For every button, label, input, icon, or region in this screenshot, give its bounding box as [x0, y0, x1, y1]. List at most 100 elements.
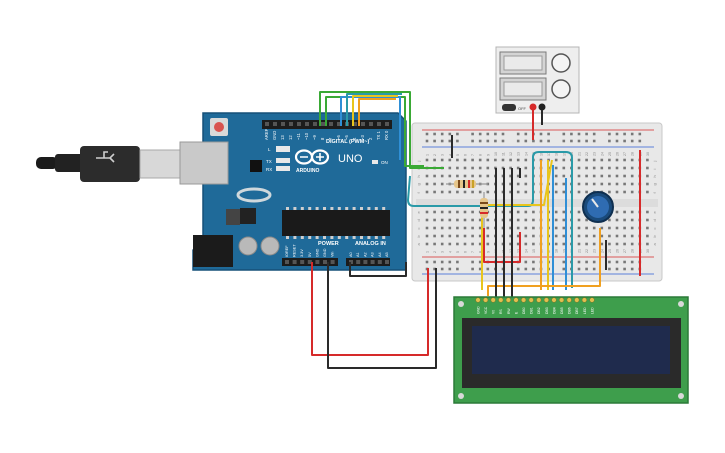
breadboard-hole[interactable]	[501, 158, 505, 162]
breadboard-hole[interactable]	[524, 166, 528, 170]
breadboard-hole[interactable]	[509, 242, 512, 246]
breadboard-hole[interactable]	[646, 182, 649, 186]
breadboard-hole[interactable]	[554, 218, 558, 222]
breadboard-hole[interactable]	[577, 174, 581, 178]
breadboard-hole[interactable]	[532, 226, 535, 230]
rail-hole[interactable]	[638, 139, 642, 143]
breadboard-hole[interactable]	[585, 158, 588, 162]
breadboard-hole[interactable]	[615, 190, 619, 194]
breadboard-hole[interactable]	[577, 182, 581, 186]
breadboard-hole[interactable]	[554, 210, 558, 214]
lcd-pin[interactable]	[513, 297, 519, 303]
breadboard-hole[interactable]	[585, 234, 588, 238]
breadboard-hole[interactable]	[471, 158, 474, 162]
rail-hole[interactable]	[471, 132, 474, 136]
breadboard-hole[interactable]	[562, 174, 566, 178]
rail-hole[interactable]	[425, 260, 429, 264]
lcd-pin[interactable]	[589, 297, 595, 303]
digital-pin-hole[interactable]	[353, 122, 357, 126]
rail-hole[interactable]	[486, 267, 490, 271]
rail-hole[interactable]	[478, 267, 482, 271]
digital-pin-hole[interactable]	[377, 122, 381, 126]
breadboard-hole[interactable]	[608, 158, 611, 162]
rail-hole[interactable]	[440, 267, 444, 271]
breadboard-hole[interactable]	[600, 242, 604, 246]
breadboard-hole[interactable]	[577, 226, 581, 230]
breadboard-hole[interactable]	[433, 182, 436, 186]
rail-hole[interactable]	[585, 267, 588, 271]
lcd-pin[interactable]	[521, 297, 527, 303]
breadboard-hole[interactable]	[630, 242, 634, 246]
breadboard-hole[interactable]	[478, 174, 482, 178]
breadboard-hole[interactable]	[585, 182, 588, 186]
breadboard-hole[interactable]	[630, 210, 634, 214]
breadboard-hole[interactable]	[463, 190, 467, 194]
breadboard-hole[interactable]	[463, 226, 467, 230]
breadboard-hole[interactable]	[592, 234, 596, 238]
breadboard-hole[interactable]	[425, 182, 429, 186]
breadboard-hole[interactable]	[554, 242, 558, 246]
breadboard-hole[interactable]	[456, 242, 459, 246]
rail-hole[interactable]	[608, 132, 611, 136]
breadboard-hole[interactable]	[440, 158, 444, 162]
breadboard-hole[interactable]	[554, 166, 558, 170]
breadboard-hole[interactable]	[448, 234, 452, 238]
rail-hole[interactable]	[448, 139, 452, 143]
breadboard-hole[interactable]	[623, 234, 626, 238]
rail-hole[interactable]	[448, 267, 452, 271]
breadboard-hole[interactable]	[463, 210, 467, 214]
breadboard-hole[interactable]	[425, 210, 429, 214]
rail-hole[interactable]	[615, 139, 619, 143]
negative-terminal[interactable]	[538, 103, 546, 111]
rail-hole[interactable]	[562, 132, 566, 136]
breadboard-hole[interactable]	[646, 210, 649, 214]
breadboard-hole[interactable]	[486, 218, 490, 222]
breadboard-hole[interactable]	[516, 190, 520, 194]
breadboard-hole[interactable]	[425, 158, 429, 162]
rail-hole[interactable]	[547, 132, 550, 136]
breadboard-hole[interactable]	[646, 174, 649, 178]
breadboard-hole[interactable]	[577, 210, 581, 214]
rail-hole[interactable]	[608, 260, 611, 264]
lcd-pin[interactable]	[505, 297, 511, 303]
breadboard-hole[interactable]	[630, 234, 634, 238]
lcd-pin[interactable]	[543, 297, 549, 303]
rail-hole[interactable]	[623, 267, 626, 271]
breadboard-hole[interactable]	[600, 182, 604, 186]
breadboard-hole[interactable]	[615, 158, 619, 162]
breadboard-hole[interactable]	[562, 210, 566, 214]
breadboard-hole[interactable]	[608, 242, 611, 246]
breadboard-hole[interactable]	[615, 174, 619, 178]
breadboard-hole[interactable]	[448, 218, 452, 222]
breadboard-hole[interactable]	[630, 182, 634, 186]
rail-hole[interactable]	[456, 139, 459, 143]
breadboard-hole[interactable]	[471, 190, 474, 194]
breadboard-hole[interactable]	[608, 218, 611, 222]
rail-hole[interactable]	[524, 132, 528, 136]
breadboard-hole[interactable]	[623, 226, 626, 230]
breadboard-hole[interactable]	[646, 218, 649, 222]
lcd-pin[interactable]	[551, 297, 557, 303]
digital-pin-hole[interactable]	[321, 122, 325, 126]
power-supply[interactable]: OFF	[495, 46, 580, 114]
breadboard-hole[interactable]	[486, 242, 490, 246]
breadboard-hole[interactable]	[577, 218, 581, 222]
breadboard-hole[interactable]	[524, 158, 528, 162]
breadboard-hole[interactable]	[478, 190, 482, 194]
breadboard-hole[interactable]	[448, 210, 452, 214]
breadboard-hole[interactable]	[509, 234, 512, 238]
breadboard-hole[interactable]	[646, 234, 649, 238]
breadboard-hole[interactable]	[524, 182, 528, 186]
breadboard-hole[interactable]	[646, 242, 649, 246]
breadboard-hole[interactable]	[562, 182, 566, 186]
rail-hole[interactable]	[448, 260, 452, 264]
breadboard-hole[interactable]	[448, 174, 452, 178]
breadboard-hole[interactable]	[448, 166, 452, 170]
rail-hole[interactable]	[592, 260, 596, 264]
rail-hole[interactable]	[478, 260, 482, 264]
breadboard-hole[interactable]	[456, 174, 459, 178]
breadboard-hole[interactable]	[486, 234, 490, 238]
power-pin-hole[interactable]	[292, 260, 297, 264]
breadboard-hole[interactable]	[456, 234, 459, 238]
breadboard-hole[interactable]	[478, 226, 482, 230]
